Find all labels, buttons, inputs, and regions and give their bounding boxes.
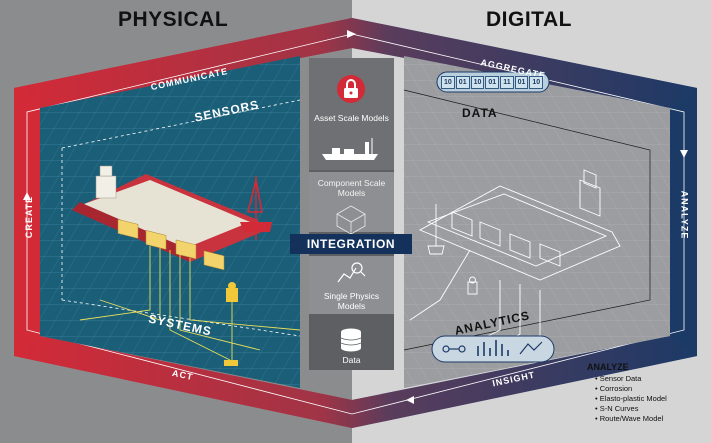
analyze-list: ANALYZE Sensor Data Corrosion Elasto-pla…	[587, 362, 707, 424]
integration-banner: INTEGRATION	[290, 234, 412, 254]
riser-lines	[79, 246, 301, 361]
data-bit: 10	[441, 76, 455, 89]
data-bit: 10	[470, 76, 485, 89]
data-bits: 10 01 10 01 11 01 10	[441, 76, 544, 89]
analytics-capsule	[431, 335, 555, 363]
list-item: Sensor Data	[595, 374, 707, 384]
data-bit: 10	[529, 76, 544, 89]
analyze-list-title: ANALYZE	[587, 362, 629, 372]
asset-scale-models-label: Asset Scale Models	[314, 113, 389, 123]
component-scale-models-label: Component Scale Models	[317, 178, 386, 198]
data-bit: 01	[455, 76, 470, 89]
data-bit: 11	[500, 76, 514, 89]
single-physics-models-label: Single Physics Models	[323, 291, 380, 311]
list-item: Corrosion	[595, 384, 707, 394]
data-bit: 01	[485, 76, 500, 89]
list-item: Elasto-plastic Model	[595, 394, 707, 404]
chart-magnifier-icon	[337, 262, 366, 283]
digital-heading: DIGITAL	[486, 8, 572, 31]
digital-buoy	[467, 276, 478, 295]
label-analyze: ANALYZE	[679, 190, 690, 240]
lock-icon	[337, 75, 365, 103]
loop-band-bottom	[14, 336, 697, 428]
list-item: Route/Wave Model	[595, 414, 707, 424]
component-icon	[336, 205, 366, 235]
sensor-buoy-icon	[224, 282, 238, 366]
list-item: S-N Curves	[595, 404, 707, 414]
data-bit: 01	[514, 76, 529, 89]
label-create: CREATE	[24, 195, 35, 239]
ship-silhouette-icon	[322, 138, 378, 160]
physical-heading: PHYSICAL	[118, 8, 229, 31]
data-label: Data	[342, 355, 361, 365]
physical-ship	[72, 165, 272, 271]
label-data: DATA	[462, 106, 498, 120]
database-icon	[340, 328, 362, 352]
